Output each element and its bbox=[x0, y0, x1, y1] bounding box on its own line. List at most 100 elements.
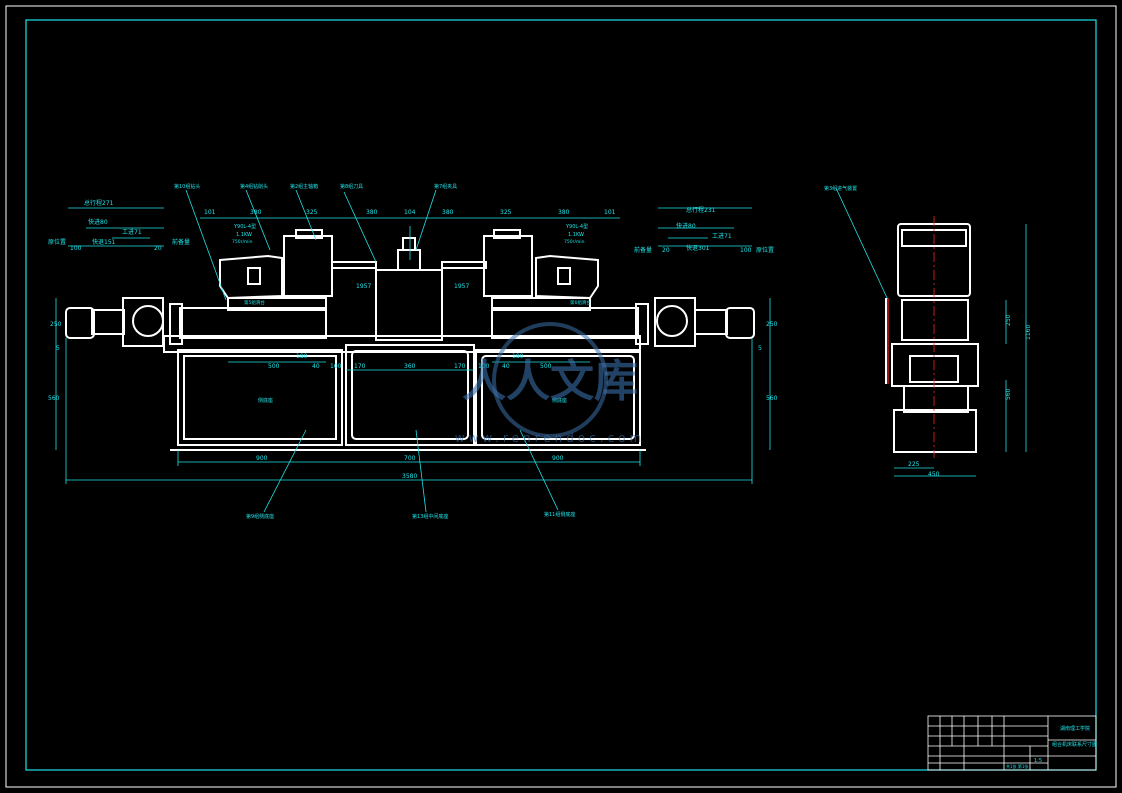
cycle-right-orig: 原位置 bbox=[756, 246, 774, 254]
right-spindle bbox=[441, 261, 487, 269]
side-dim-1160: 1160 bbox=[1025, 325, 1032, 340]
left-base-inner bbox=[183, 355, 337, 440]
side-dim-225: 225 bbox=[908, 461, 920, 468]
bed-label-right: 侧底座 bbox=[552, 397, 567, 404]
dim-180-left: 180 bbox=[296, 353, 308, 360]
right-slide bbox=[491, 307, 639, 339]
callout-1: 第10组钻头 bbox=[174, 183, 200, 190]
height-right-small: 5 bbox=[758, 345, 762, 352]
left-base-box bbox=[177, 349, 343, 446]
left-cylinder-end bbox=[65, 307, 95, 339]
side-slide bbox=[891, 343, 979, 387]
right-cylinder-end bbox=[725, 307, 755, 339]
right-motor bbox=[483, 235, 533, 297]
right-flange bbox=[635, 303, 649, 345]
cycle-left-total: 总行程271 bbox=[84, 199, 114, 207]
dim-360: 360 bbox=[404, 363, 416, 370]
side-callout: 第3组进气装置 bbox=[824, 185, 857, 192]
cycle-right-front: 前备量 bbox=[634, 246, 652, 254]
right-head-window bbox=[557, 267, 571, 285]
left-head-window bbox=[247, 267, 261, 285]
height-right-top: 250 bbox=[766, 321, 778, 328]
cycle-left-fast-fwd: 快进80 bbox=[88, 218, 108, 226]
dim-170-left: 170 bbox=[354, 363, 366, 370]
center-base-inner bbox=[351, 350, 469, 440]
left-flange bbox=[169, 303, 183, 345]
right-end-box bbox=[654, 297, 696, 347]
cycle-left-d2: 20 bbox=[154, 245, 162, 252]
left-motor-cap bbox=[295, 229, 323, 239]
left-cylinder bbox=[91, 309, 125, 335]
dim-top-3: 325 bbox=[306, 209, 318, 216]
tb-school: 湖南理工学院 bbox=[1060, 725, 1090, 732]
front-text: 101 380 325 380 104 380 325 380 101 总行程2… bbox=[48, 183, 778, 520]
side-dim-250: 250 bbox=[1005, 314, 1012, 326]
tb-sheet: 共1张 第1张 bbox=[1006, 763, 1028, 769]
right-motor-cap bbox=[493, 229, 521, 239]
dim-top-9: 101 bbox=[604, 209, 616, 216]
cycle-left-orig: 原位置 bbox=[48, 238, 66, 246]
cycle-right-fast-back: 快退301 bbox=[686, 244, 710, 252]
leader-lines bbox=[185, 187, 889, 513]
dim-40-right: 40 bbox=[502, 363, 510, 370]
dim-40-left: 40 bbox=[312, 363, 320, 370]
dim-1957-left: 1957 bbox=[356, 283, 371, 290]
dim-top-5: 104 bbox=[404, 209, 416, 216]
cycle-right-total: 总行程231 bbox=[686, 206, 716, 214]
tb-scale: 1:5 bbox=[1034, 758, 1042, 764]
bottom-callout-3: 第11组侧底座 bbox=[544, 511, 575, 518]
bed-label-left: 侧底座 bbox=[258, 397, 273, 404]
bottom-callout-1: 第9组侧底座 bbox=[246, 513, 274, 520]
height-left-base: 560 bbox=[48, 395, 60, 402]
side-dim-560: 560 bbox=[1005, 388, 1012, 400]
motor-right-l1: Y90L-4型 bbox=[565, 223, 588, 230]
dim-top-7: 325 bbox=[500, 209, 512, 216]
motor-right-l2: 1.1KW bbox=[568, 232, 584, 238]
dim-bottom-b: 700 bbox=[404, 455, 416, 462]
front-view bbox=[65, 229, 755, 451]
side-base bbox=[893, 409, 977, 453]
left-end-box bbox=[122, 297, 164, 347]
cycle-right-work-in: 工进71 bbox=[712, 232, 732, 240]
outer-frame bbox=[5, 5, 1117, 788]
left-end-circle bbox=[132, 305, 164, 337]
dim-bottom-c: 900 bbox=[552, 455, 564, 462]
left-motor bbox=[283, 235, 333, 297]
right-cylinder bbox=[694, 309, 728, 335]
fixture-top bbox=[397, 249, 421, 271]
dim-bottom-a: 900 bbox=[256, 455, 268, 462]
height-left-top: 250 bbox=[50, 321, 62, 328]
fixture-column bbox=[375, 269, 443, 341]
side-dim-lines bbox=[894, 224, 1027, 477]
right-end-circle bbox=[656, 305, 688, 337]
dim-100-right: 100 bbox=[478, 363, 490, 370]
callout-6: 第5组滑台 bbox=[244, 299, 265, 306]
bottom-callout-2: 第13组中间底座 bbox=[412, 513, 448, 520]
left-spindle bbox=[331, 261, 377, 269]
front-dim-lines bbox=[55, 207, 771, 484]
cycle-left-d1: 100 bbox=[70, 245, 82, 252]
title-block bbox=[927, 715, 1097, 771]
callout-2: 第4组钻削头 bbox=[240, 183, 268, 190]
side-view bbox=[885, 223, 979, 453]
motor-left-l2: 1.1KW bbox=[236, 232, 252, 238]
inner-frame bbox=[25, 19, 1097, 771]
dim-1957-right: 1957 bbox=[454, 283, 469, 290]
dim-top-8: 380 bbox=[558, 209, 570, 216]
dim-top-6: 380 bbox=[442, 209, 454, 216]
side-dim-450: 450 bbox=[928, 471, 940, 478]
dim-bottom-total: 3580 bbox=[402, 473, 417, 480]
dim-180-right: 180 bbox=[512, 353, 524, 360]
callout-5: 第7组夹具 bbox=[434, 183, 457, 190]
dim-170-right: 170 bbox=[454, 363, 466, 370]
motor-right-l3: 750r/min bbox=[564, 239, 585, 245]
side-head bbox=[901, 299, 969, 341]
dim-top-2: 380 bbox=[250, 209, 262, 216]
right-slide-top bbox=[491, 297, 591, 311]
dim-500-right: 500 bbox=[540, 363, 552, 370]
height-left-small: 5 bbox=[56, 345, 60, 352]
motor-left-l3: 750r/min bbox=[232, 239, 253, 245]
callout-4: 第8组刀具 bbox=[340, 183, 363, 190]
title-block-text: 湖南理工学院 组合机床联系尺寸图 1:5 共1张 第1张 bbox=[1006, 725, 1097, 769]
